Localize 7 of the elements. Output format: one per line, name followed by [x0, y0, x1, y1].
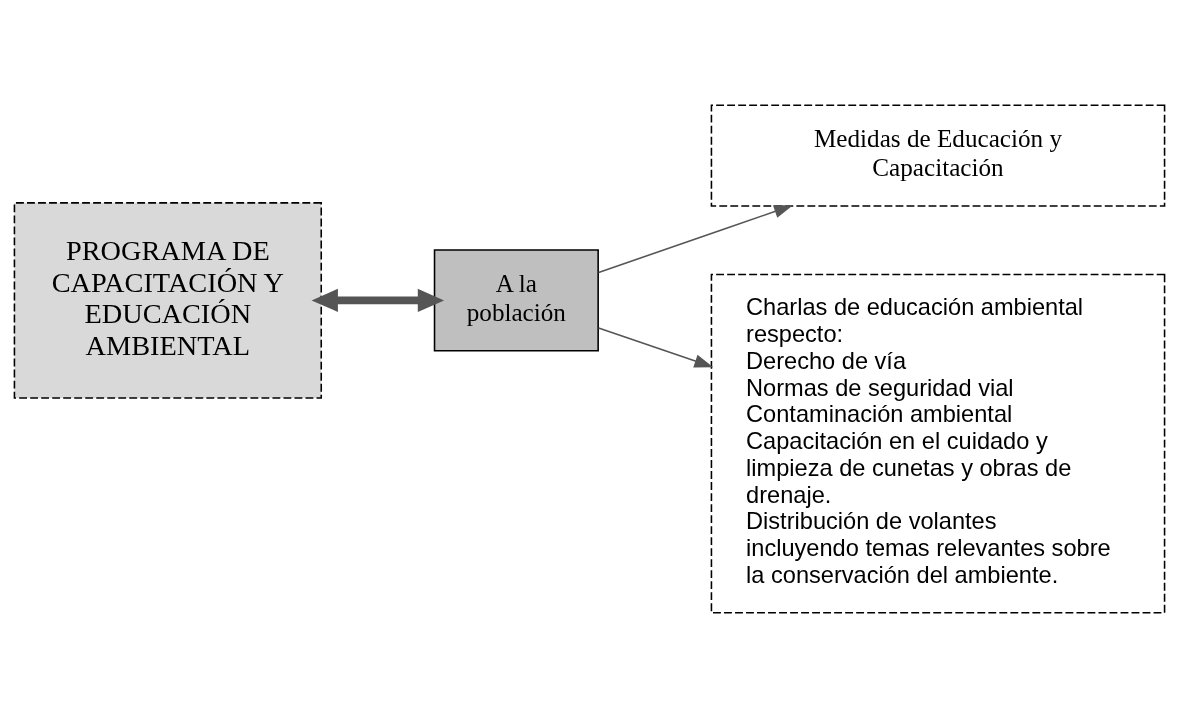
arrow [597, 205, 793, 274]
node-box: Charlas de educación ambiental respecto: Derecho de vía Normas de seguridad vial Contaminación ambiental Capacitación en el cuidado y limpieza de cunetas y obras de drenaje. Distribución de volantes incluyendo temas relevantes sobre la conservación del ambiente. [710, 273, 1166, 614]
node-box: PROGRAMA DE CAPACITACIÓN Y EDUCACIÓN AMBIENTAL [13, 202, 323, 399]
node-box: A la población [433, 249, 599, 352]
arrow [597, 327, 714, 368]
arrow [311, 288, 445, 312]
node-box: Medidas de Educación y Capacitación [710, 104, 1166, 207]
